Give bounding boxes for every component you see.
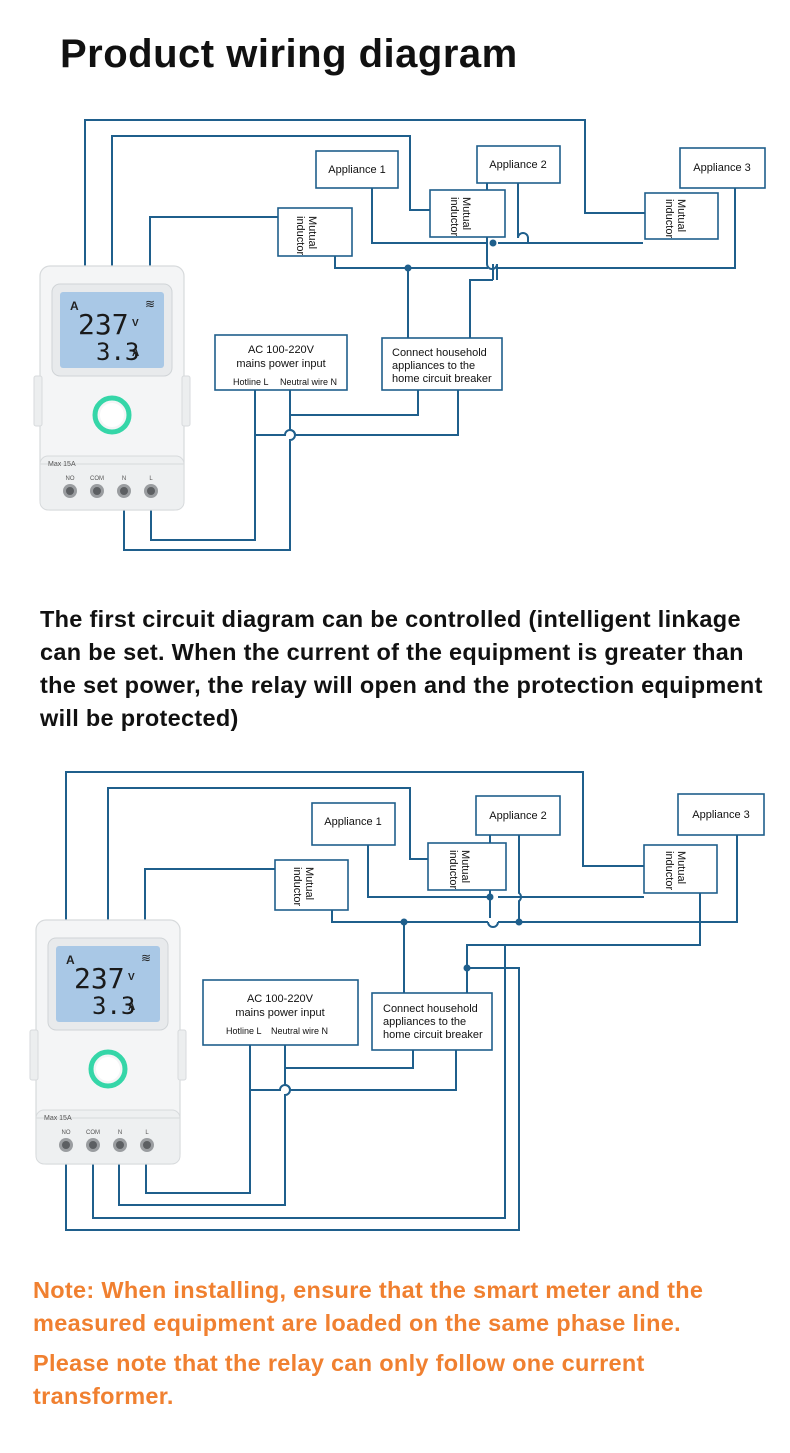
ac-power-label: mains power input [236, 358, 325, 370]
ac-power-label: AC 100-220V [248, 344, 315, 356]
neutral-label: Neutral wire N [280, 377, 337, 387]
diagram-1: Appliance 1 Appliance 2 Appliance 3 Mutu… [34, 119, 766, 551]
installation-note: Note: When installing, ensure that the s… [33, 1277, 704, 1336]
mutual-inductor-label: Mutual [459, 850, 471, 883]
terminal-n: N [118, 1130, 122, 1136]
hotline-label: Hotline L [226, 1026, 262, 1036]
appliance-3-label: Appliance 3 [693, 162, 751, 174]
lcd-current: 3.3 [92, 992, 135, 1020]
household-label: Connect household [392, 347, 487, 359]
terminal-no: NO [62, 1130, 71, 1136]
mutual-inductor-label: inductor [448, 197, 460, 236]
mutual-inductor-label: Mutual [306, 216, 318, 249]
lcd-voltage-unit: V [128, 972, 135, 983]
appliance-1-label: Appliance 1 [328, 164, 386, 176]
appliance-1-label: Appliance 1 [324, 816, 382, 828]
household-label: Connect household [383, 1003, 478, 1015]
terminal-no: NO [66, 476, 75, 482]
smart-meter-device: A ≋ 237 V 3.3 A Max 15A NO COM N L [30, 920, 186, 1164]
mutual-inductor-label: Mutual [675, 199, 687, 232]
appliance-2-label: Appliance 2 [489, 810, 547, 822]
household-label: appliances to the [392, 360, 475, 372]
household-label: home circuit breaker [392, 373, 492, 385]
mutual-inductor-label: inductor [294, 216, 306, 255]
mutual-inductor-label: Mutual [675, 851, 687, 884]
max-rating: Max 15A [44, 1115, 72, 1122]
appliance-2-label: Appliance 2 [489, 159, 547, 171]
lcd-current-unit: A [128, 1002, 135, 1013]
max-rating: Max 15A [48, 461, 76, 468]
household-label: appliances to the [383, 1016, 466, 1028]
mutual-inductor-label: inductor [447, 850, 459, 889]
terminal-com: COM [90, 476, 104, 482]
mutual-inductor-label: inductor [663, 199, 675, 238]
ac-power-label: mains power input [235, 1007, 324, 1019]
diagram-2: Appliance 1 Appliance 2 Appliance 3 Mutu… [30, 771, 765, 1231]
lcd-current-unit: A [132, 348, 139, 359]
page-title: Product wiring diagram [60, 32, 518, 76]
terminal-com: COM [86, 1130, 100, 1136]
wifi-icon: ≋ [145, 297, 155, 311]
lcd-voltage-unit: V [132, 318, 139, 329]
lcd-current: 3.3 [96, 338, 139, 366]
mutual-inductor-label: inductor [291, 867, 303, 906]
household-label: home circuit breaker [383, 1029, 483, 1041]
mutual-inductor-label: Mutual [303, 867, 315, 900]
mutual-inductor-label: inductor [663, 851, 675, 890]
terminal-l: L [149, 476, 153, 482]
smart-meter-device: A ≋ 237 V 3.3 A Max 15A NO COM N L [34, 266, 190, 510]
relay-note: Please note that the relay can only foll… [33, 1350, 645, 1409]
wifi-icon: ≋ [141, 951, 151, 965]
description-paragraph: The first circuit diagram can be control… [40, 606, 763, 731]
ac-power-label: AC 100-220V [247, 993, 314, 1005]
lcd-voltage: 237 [78, 308, 129, 341]
mutual-inductor-label: Mutual [460, 197, 472, 230]
neutral-label: Neutral wire N [271, 1026, 328, 1036]
lcd-mode: A [66, 953, 75, 967]
terminal-n: N [122, 476, 126, 482]
terminal-l: L [145, 1130, 149, 1136]
lcd-voltage: 237 [74, 962, 125, 995]
hotline-label: Hotline L [233, 377, 269, 387]
appliance-3-label: Appliance 3 [692, 809, 750, 821]
lcd-mode: A [70, 299, 79, 313]
